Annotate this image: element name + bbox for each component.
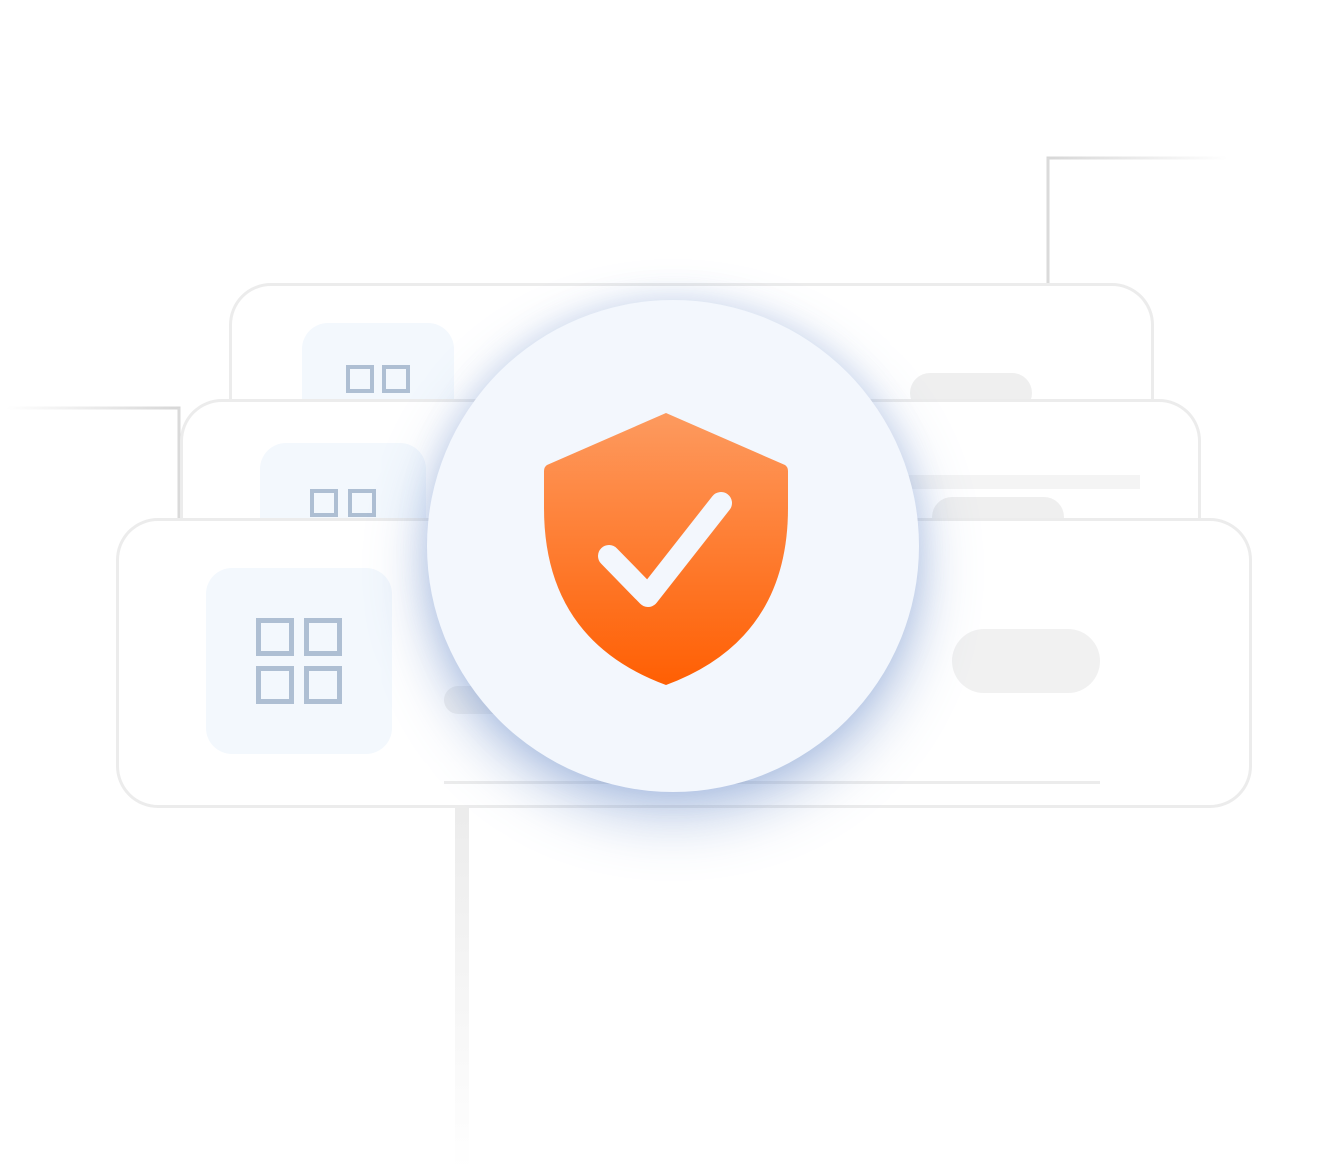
card-front-divider (444, 781, 1100, 784)
connector-bottom (455, 700, 469, 1170)
grid-icon (310, 489, 376, 517)
card-middle-bar (900, 475, 1140, 489)
grid-icon (346, 365, 410, 393)
grid-icon (256, 618, 342, 704)
card-front-tile (206, 568, 392, 754)
card-front-pill (952, 629, 1100, 693)
check-icon (598, 492, 732, 607)
